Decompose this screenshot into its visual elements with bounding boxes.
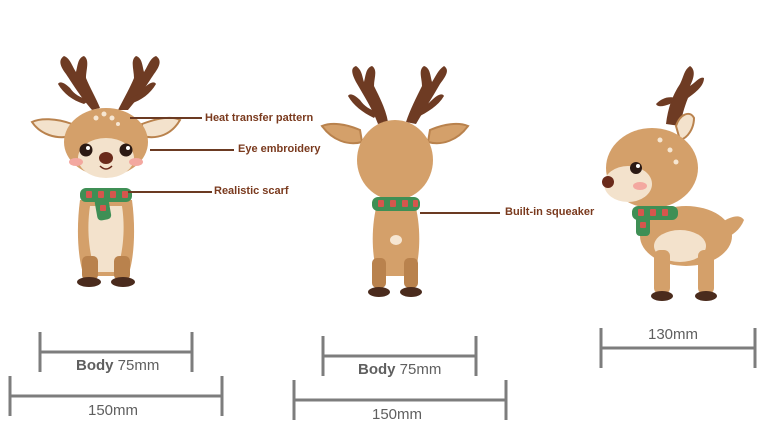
back-body-value: 75mm [399,361,442,378]
front-eyes [79,143,133,157]
dimension-lines [8,328,757,420]
front-nose [99,152,113,164]
front-ear-right [141,116,182,139]
callout-lines [128,117,500,214]
front-ear-left [30,118,73,139]
side-nose [602,176,614,188]
front-scarf [80,188,132,221]
side-antler [656,66,704,126]
back-body-dimension: Body 75mm [358,361,441,378]
front-body-dimension: Body 75mm [76,357,159,374]
front-total-dimension: 150mm [88,402,139,419]
front-antlers [58,56,160,110]
side-length-dimension: 130mm [648,326,699,343]
callout-realistic-scarf: Realistic scarf [214,185,289,197]
side-scarf [632,206,678,236]
back-body-dimension-line [321,336,478,376]
back-head [357,120,433,200]
reindeer-side-view [602,66,744,301]
side-length-dimension-line [599,328,757,368]
front-total-dimension-line [8,376,224,416]
back-total-dimension-line [292,380,508,420]
front-body-dimension-line [38,332,194,372]
reindeer-back-view [320,66,470,297]
front-body-word: Body [76,357,114,374]
reindeer-front-view [30,56,182,287]
callout-eye-embroidery: Eye embroidery [238,143,321,155]
back-antlers [348,66,447,124]
back-body-word: Body [358,361,396,378]
front-body-value: 75mm [117,357,160,374]
back-total-dimension: 150mm [372,406,423,423]
back-scarf [372,197,420,211]
callout-heat-transfer-pattern: Heat transfer pattern [205,112,314,124]
callout-built-in-squeaker: Built-in squeaker [505,206,595,218]
